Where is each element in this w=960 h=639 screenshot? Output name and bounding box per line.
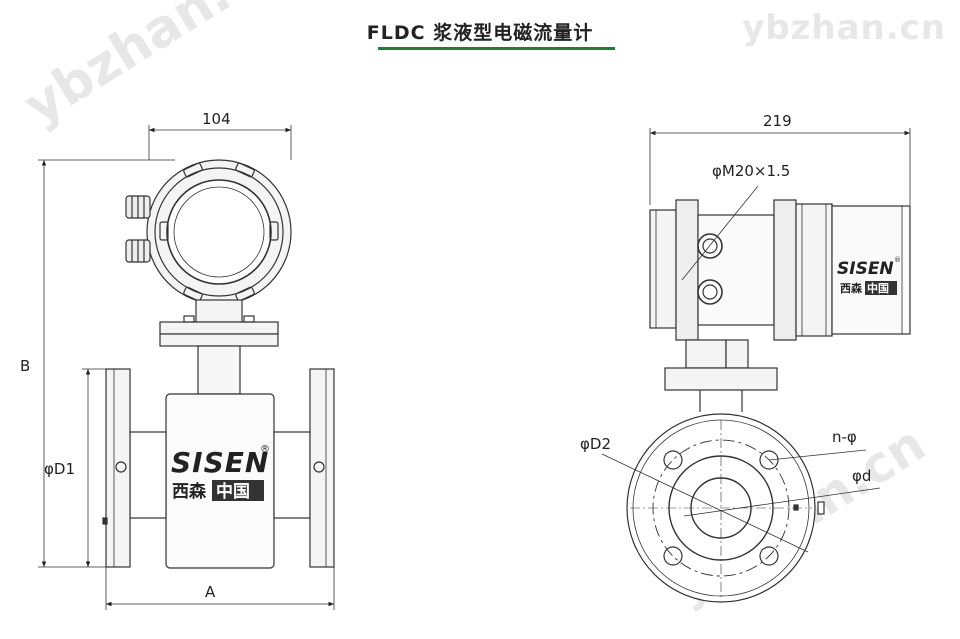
left-front-view (38, 125, 335, 610)
bolt-hole-4 (759, 546, 779, 566)
bolt-hole-3 (663, 546, 683, 566)
dim-label-d2: φD2 (580, 435, 611, 453)
right-logo-registered: ® (894, 256, 901, 264)
left-logo-cn-box-text: 中国 (216, 481, 250, 502)
left-logo: SISEN ® 西森 中国 (171, 444, 270, 502)
dim-label-bore: φd (852, 467, 871, 485)
left-logo-cn-box (212, 480, 264, 501)
left-logo-brand: SISEN (171, 446, 269, 479)
title-underline (378, 47, 615, 50)
left-logo-registered: ® (260, 444, 270, 455)
dim-label-104: 104 (202, 110, 231, 128)
flange-hole-left (115, 461, 127, 473)
bolt-hole-2 (759, 450, 779, 470)
thread-label: φM20×1.5 (712, 162, 790, 180)
converter-side-body (697, 214, 775, 326)
right-logo-brand: SISEN (837, 259, 894, 279)
right-logo-cn-box (865, 281, 897, 295)
right-logo-cn: 西森 (840, 281, 863, 295)
display-window (166, 179, 272, 285)
dim-label-d1: φD1 (44, 460, 75, 478)
gland-hole-lower (697, 279, 723, 305)
right-logo-cn-box-text: 中国 (867, 281, 889, 295)
cable-gland-upper (125, 195, 151, 219)
pcd-leader (601, 453, 809, 553)
mount-plate-side (664, 367, 778, 391)
holes-leader (768, 449, 867, 461)
left-logo-cn: 西森 (172, 481, 207, 502)
watermark-top: ybzhan.cn (742, 8, 946, 48)
dim-label-holes: n-φ (832, 428, 857, 446)
mount-plate (159, 321, 279, 335)
dim-label-a: A (205, 583, 216, 601)
page-title: FLDC 浆液型电磁流量计 (366, 22, 594, 44)
neck-tube (197, 345, 241, 395)
flange-hole-right (313, 461, 325, 473)
thread-leader (681, 185, 759, 281)
right-logo: SISEN ® 西森 中国 (837, 256, 901, 295)
dim-label-219: 219 (763, 112, 792, 130)
cable-gland-lower (125, 239, 151, 263)
dim-label-b: B (20, 357, 30, 375)
bore-leader (683, 487, 881, 517)
bolt-hole-1 (663, 450, 683, 470)
converter-cover (831, 205, 911, 335)
right-side-view (601, 128, 911, 603)
